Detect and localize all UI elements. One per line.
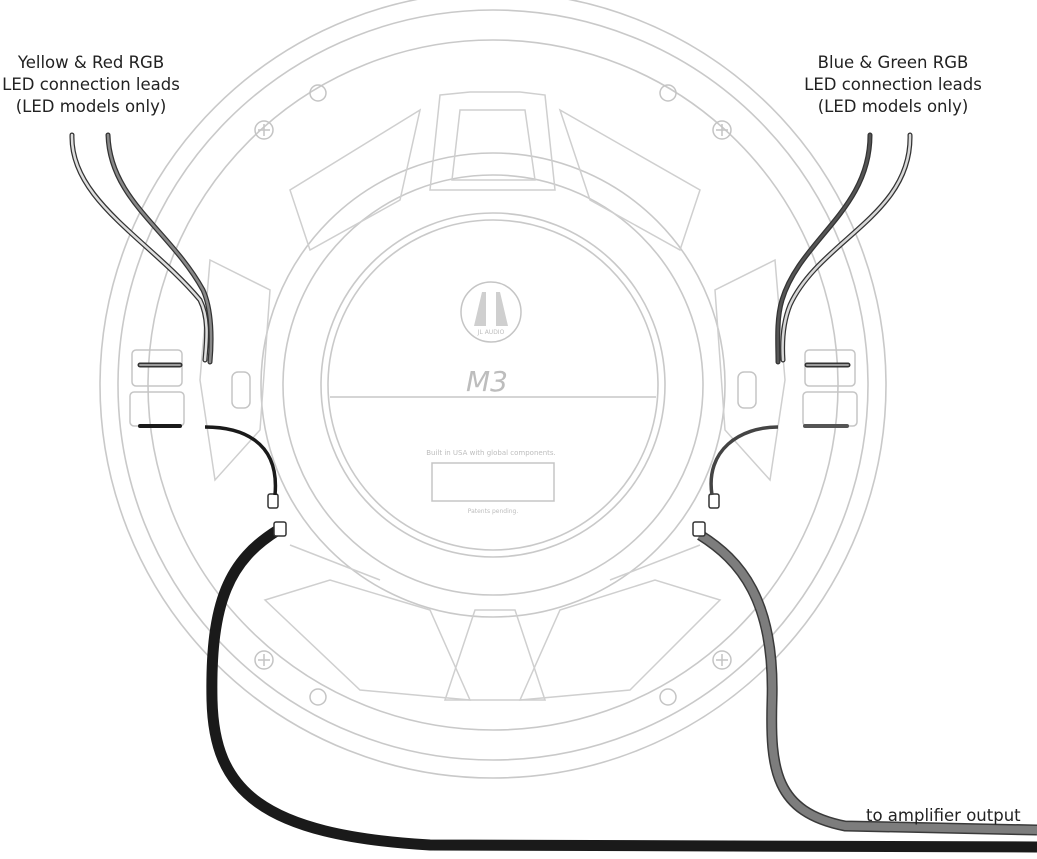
- screw-bottom-right: [712, 650, 732, 670]
- left-leads-label-line3: (LED models only): [15, 97, 167, 116]
- terminal-right-negative: [708, 493, 720, 509]
- lead-green: [780, 132, 913, 363]
- lead-blue: [775, 132, 873, 365]
- terminal-right-positive: [692, 521, 706, 537]
- terminal-tabs: [129, 349, 858, 427]
- basket-spokes: [199, 91, 786, 701]
- right-leads-label: Blue & Green RGB LED connection leads (L…: [800, 52, 986, 118]
- jl-audio-logo: JL AUDIO: [460, 281, 522, 343]
- left-leads-label: Yellow & Red RGB LED connection leads (L…: [0, 52, 182, 118]
- model-text: M3: [466, 365, 508, 398]
- led-leads-right: [775, 132, 913, 428]
- amplifier-output-label: to amplifier output: [866, 806, 1021, 825]
- right-leads-label-line2: LED connection leads: [804, 75, 982, 94]
- serial-label-box: [431, 462, 555, 502]
- right-leads-label-line3: (LED models only): [817, 97, 969, 116]
- speaker-terminals: [267, 493, 720, 537]
- built-text: Built in USA with global components.: [426, 449, 556, 457]
- screw-top-left: [254, 120, 274, 140]
- terminal-left-negative: [267, 493, 279, 509]
- amp-wire-gray-fill: [697, 531, 1037, 834]
- led-leads-left: [69, 132, 214, 428]
- terminal-left-positive: [273, 521, 287, 537]
- lead-red: [105, 132, 214, 365]
- patents-text: Patents pending.: [468, 508, 519, 515]
- jumper-wire-right: [709, 425, 779, 496]
- mounting-screws: [254, 84, 732, 706]
- left-leads-label-line1: Yellow & Red RGB: [17, 53, 165, 72]
- dust-cap: JL AUDIO M3 Built in USA with global com…: [330, 281, 656, 515]
- screw-top-right: [712, 120, 732, 140]
- right-leads-label-line1: Blue & Green RGB: [817, 53, 969, 72]
- jumper-wire-left: [204, 425, 278, 496]
- amp-wire-black: [206, 525, 1037, 853]
- brand-text: JL AUDIO: [477, 329, 505, 336]
- speaker-basket: [99, 0, 887, 779]
- screw-bottom-left: [254, 650, 274, 670]
- left-leads-label-line2: LED connection leads: [2, 75, 180, 94]
